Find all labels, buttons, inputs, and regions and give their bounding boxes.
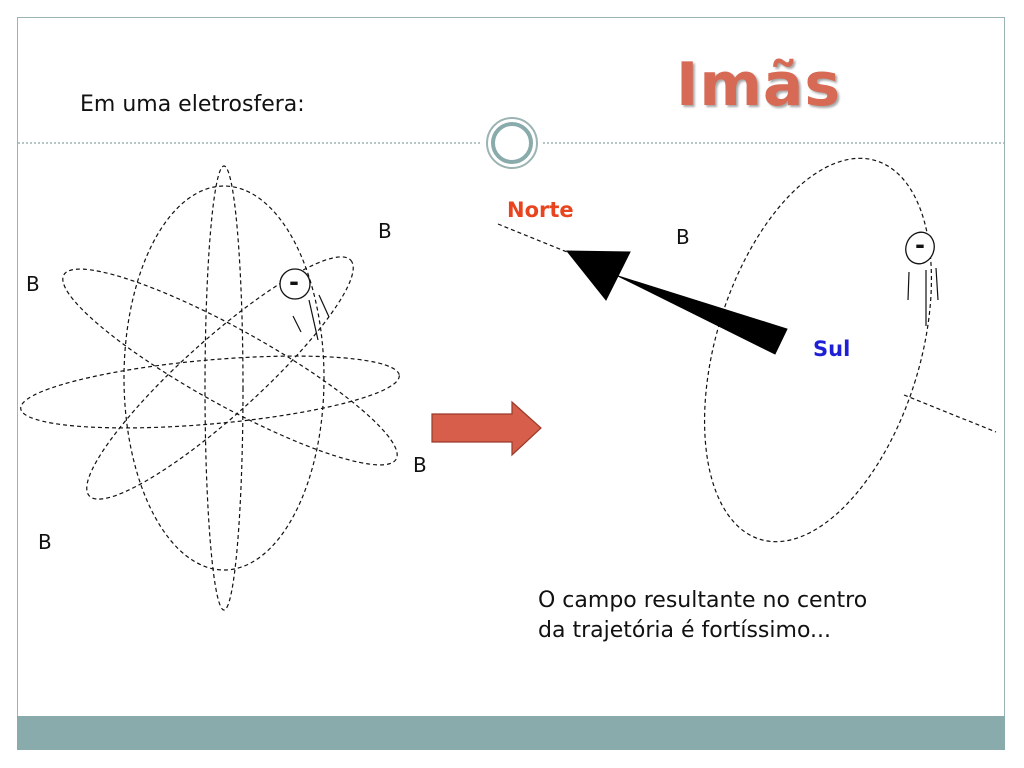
right-electron [905, 231, 939, 326]
header-divider [18, 117, 1004, 169]
slide-subtitle: Em uma eletrosfera: [80, 92, 305, 117]
orbit-horizontal [20, 355, 400, 429]
left-electron-sign: - [289, 268, 299, 296]
b-label-top-right: B [378, 219, 392, 243]
left-orbits [20, 165, 400, 611]
axis-south-segment [903, 394, 997, 433]
orbit-rising [86, 256, 354, 500]
b-label-right: B [413, 453, 427, 477]
caption: O campo resultante no centro da trajetór… [538, 586, 958, 646]
b-label-bottom-left: B [38, 530, 52, 554]
axis-north-segment [497, 223, 568, 253]
orbit-falling [62, 268, 398, 466]
magnetic-moment-arrow [565, 250, 788, 355]
right-electron-sign: - [915, 231, 925, 259]
left-electron [279, 268, 330, 341]
orbit-vertical [204, 165, 244, 611]
north-label: Norte [507, 198, 574, 222]
south-label: Sul [813, 337, 851, 361]
right-orbit [497, 157, 997, 543]
b-label-right-diagram: B [676, 225, 690, 249]
slide-title: Imãs [676, 50, 842, 120]
orbit-large [123, 185, 325, 571]
caption-line-1: O campo resultante no centro [538, 588, 868, 613]
caption-line-2: da trajetória é fortíssimo... [538, 618, 831, 643]
b-label-left: B [26, 272, 40, 296]
transition-arrow [431, 400, 542, 457]
bottom-accent-bar [17, 716, 1005, 750]
